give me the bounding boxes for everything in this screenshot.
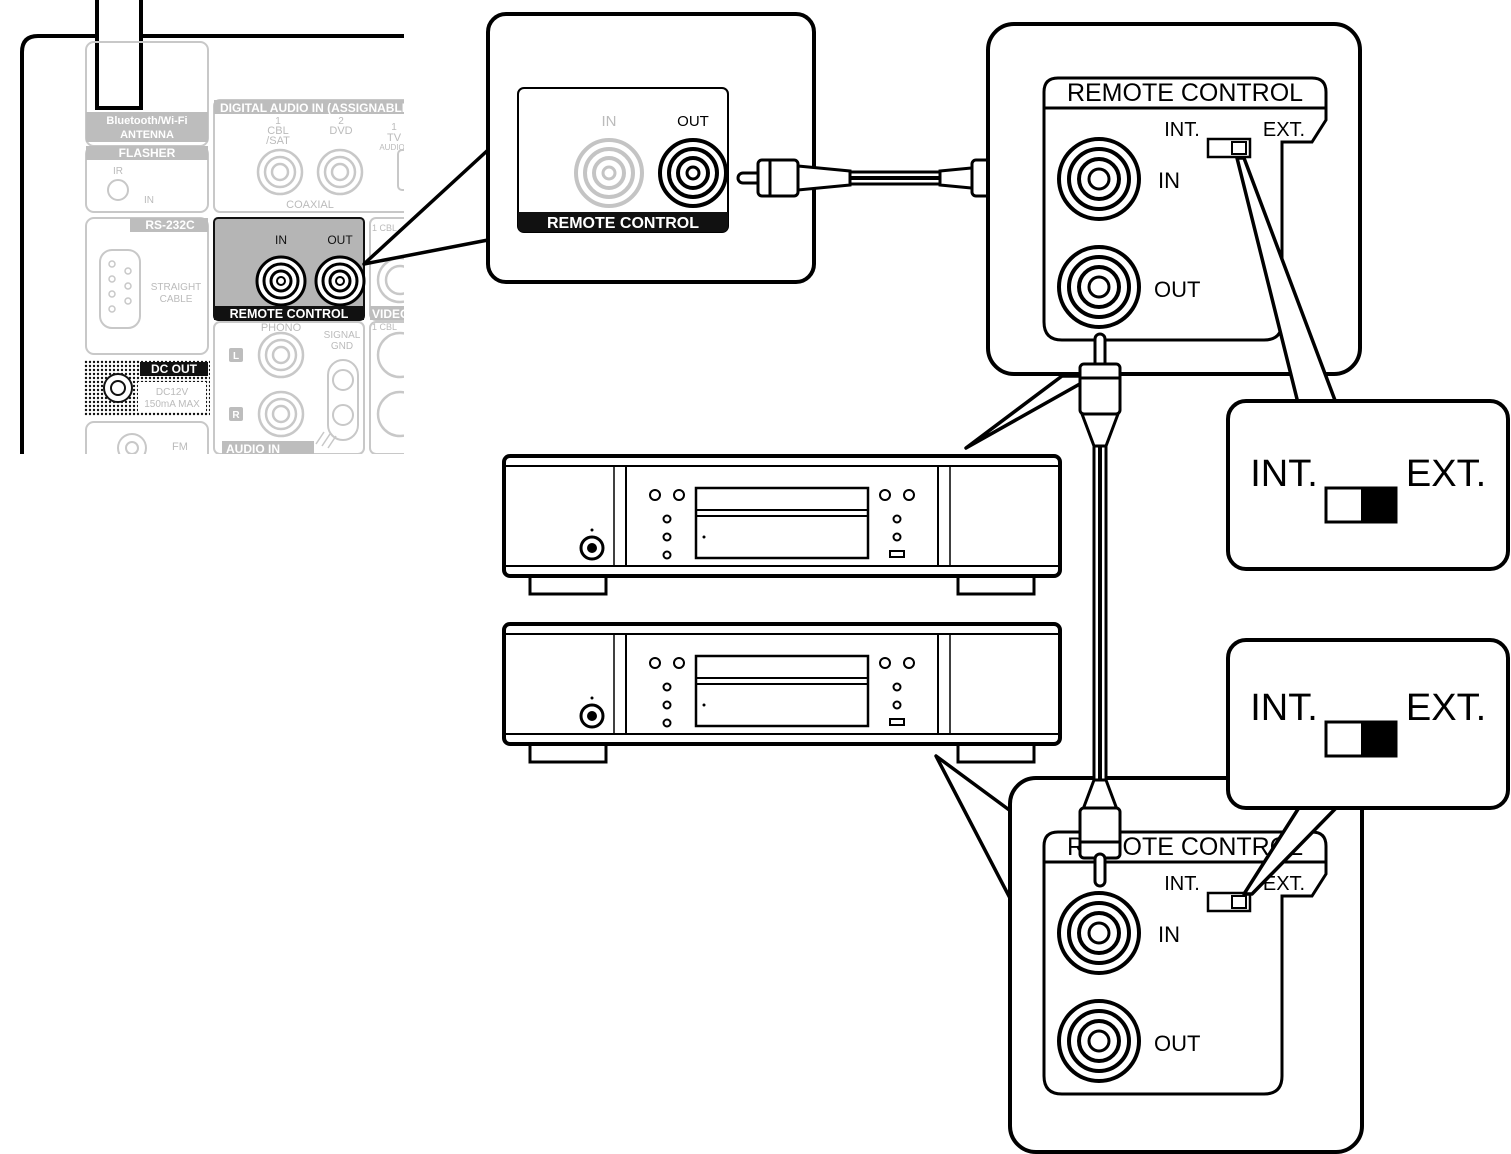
cbl-label-1: CBL xyxy=(267,125,288,137)
flasher-in-label: IN xyxy=(144,195,154,206)
antenna-icon xyxy=(95,0,143,110)
zoom-receiver-out-label: OUT xyxy=(677,113,709,130)
device-top-int-label: INT. xyxy=(1164,119,1200,141)
switch-top-ext-label: EXT. xyxy=(1406,453,1486,495)
phono-l-label: L xyxy=(233,351,239,362)
rc-out-label: OUT xyxy=(327,233,353,247)
playback-device-top xyxy=(502,454,1062,596)
straight-cable-label-2: CABLE xyxy=(160,294,193,305)
device-top-in-label: IN xyxy=(1158,168,1180,193)
device-bottom-switch[interactable] xyxy=(1206,891,1252,913)
device-bottom-out-jack xyxy=(1057,999,1141,1083)
phono-l-jack xyxy=(257,331,305,379)
switch-top-int-label: INT. xyxy=(1250,453,1318,495)
device-top-out-label: OUT xyxy=(1154,277,1200,302)
receiver-rc-in-jack xyxy=(255,255,307,307)
dvd-number: 2 xyxy=(338,116,344,127)
zoom-receiver-in-label: IN xyxy=(602,113,617,130)
disc-tray xyxy=(694,486,870,560)
cbl-label-2: /SAT xyxy=(266,135,290,147)
switch-callout-bottom: INT. EXT. xyxy=(1226,638,1510,896)
rs232c-port xyxy=(99,249,141,329)
zoom-receiver-in-jack xyxy=(574,138,644,208)
device-bottom-in-label: IN xyxy=(1158,922,1180,947)
phono-r-label: R xyxy=(232,410,240,421)
antenna-label-line-1: Bluetooth/Wi-Fi xyxy=(106,115,187,127)
ir-label: IR xyxy=(113,166,123,177)
audio-in-cbl-label: 1 CBL xyxy=(372,322,397,332)
usb-port-icon xyxy=(889,550,905,558)
device-bottom-out-label: OUT xyxy=(1154,1031,1200,1056)
rc-in-label: IN xyxy=(275,233,287,247)
zoom-receiver-out-jack xyxy=(658,138,728,208)
device-top-out-jack xyxy=(1057,245,1141,329)
ground-terminal-icon xyxy=(315,359,359,449)
device-top-ext-label: EXT. xyxy=(1263,119,1305,141)
video-label: VIDEO xyxy=(372,307,409,321)
dc-out-label: DC OUT xyxy=(151,362,198,376)
digital-audio-in-label: DIGITAL AUDIO IN (ASSIGNABLE) xyxy=(220,101,414,115)
zoom-callout-device-top: REMOTE CONTROL INT. EXT. IN OUT xyxy=(964,22,1362,450)
disc-tray xyxy=(694,654,870,728)
fm-label: FM xyxy=(172,441,188,453)
tv-number: 1 xyxy=(391,122,397,133)
usb-port-icon xyxy=(889,718,905,726)
power-button-icon[interactable] xyxy=(579,703,605,729)
rc-block-label: REMOTE CONTROL xyxy=(230,307,349,321)
coaxial-jack-cbl xyxy=(256,148,304,196)
power-button-icon[interactable] xyxy=(579,535,605,561)
signal-gnd-label-2: GND xyxy=(331,341,353,352)
playback-device-bottom xyxy=(502,622,1062,764)
straight-cable-label-1: STRAIGHT xyxy=(151,282,202,293)
audio-in-label: AUDIO IN xyxy=(226,442,280,456)
switch-callout-top: INT. EXT. xyxy=(1226,156,1510,571)
audio-label: AUDIO xyxy=(379,143,404,152)
dvd-label: DVD xyxy=(329,125,352,137)
video-cbl-label: 1 CBL xyxy=(372,223,397,233)
rs232c-label: RS-232C xyxy=(145,218,195,232)
flasher-jack xyxy=(107,179,129,201)
cbl-number: 1 xyxy=(275,116,281,127)
flasher-label: FLASHER xyxy=(119,146,176,160)
receiver-rc-out-jack xyxy=(314,255,366,307)
switch-bottom-int-label: INT. xyxy=(1250,687,1318,729)
device-top-rc-label: REMOTE CONTROL xyxy=(1067,79,1303,107)
device-bottom-in-jack xyxy=(1057,891,1141,975)
dc-spec-1: DC12V xyxy=(156,387,189,398)
dc-spec-2: 150mA MAX xyxy=(144,399,200,410)
coaxial-label: COAXIAL xyxy=(286,199,334,211)
signal-gnd-label-1: SIGNAL xyxy=(324,330,361,341)
zoom-receiver-rc-label: REMOTE CONTROL xyxy=(547,215,699,232)
device-top-in-jack xyxy=(1057,137,1141,221)
coaxial-jack-dvd xyxy=(316,148,364,196)
phono-label: PHONO xyxy=(261,322,302,334)
device-top-switch[interactable] xyxy=(1206,137,1252,159)
tv-label: TV xyxy=(387,132,402,144)
switch-bottom-ext-label: EXT. xyxy=(1406,687,1486,729)
zoom-callout-receiver: IN OUT REMOTE CONTROL xyxy=(362,12,816,284)
rca-cable-vertical xyxy=(1078,332,1122,888)
phono-r-jack xyxy=(257,390,305,438)
switch-top-slider[interactable] xyxy=(1324,486,1398,524)
antenna-label-line-2: ANTENNA xyxy=(120,129,174,141)
device-bottom-ext-label: EXT. xyxy=(1263,873,1305,895)
receiver-rear-panel: Bluetooth/Wi-Fi ANTENNA FLASHER IR IN RS… xyxy=(20,0,414,456)
switch-bottom-slider[interactable] xyxy=(1324,720,1398,758)
device-bottom-int-label: INT. xyxy=(1164,873,1200,895)
